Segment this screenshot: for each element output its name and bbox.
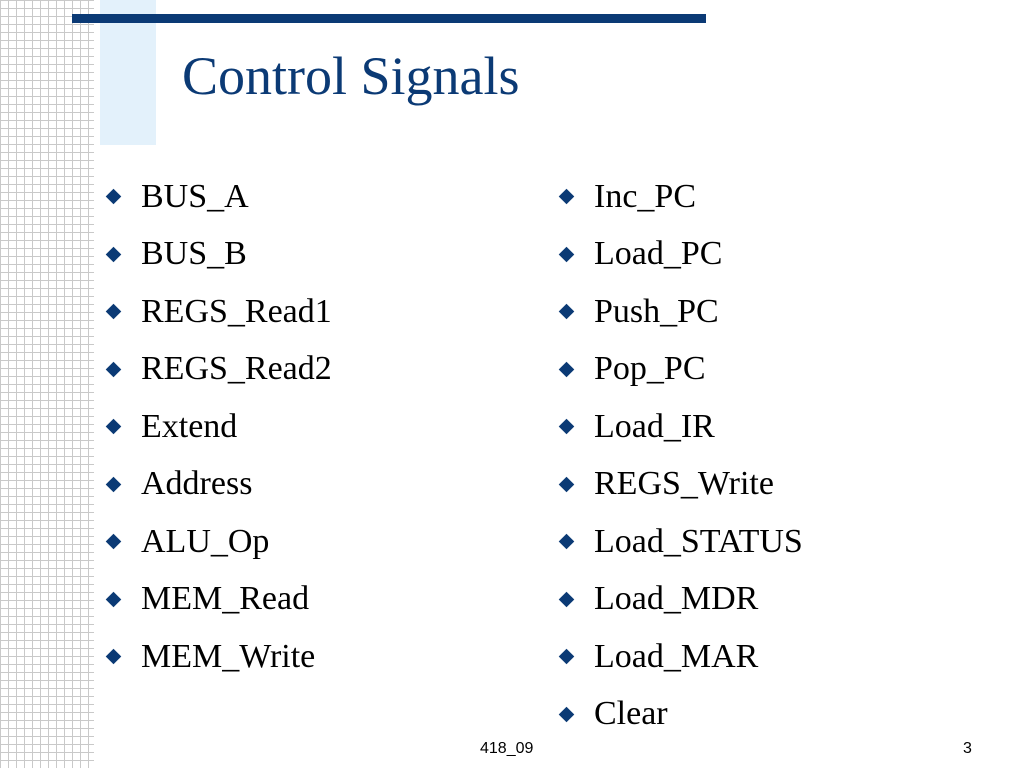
bullet-label: Pop_PC xyxy=(594,350,706,388)
diamond-bullet-icon xyxy=(105,476,122,493)
bullet-item: REGS_Read1 xyxy=(105,283,332,341)
bullet-label: REGS_Write xyxy=(594,465,774,503)
bullet-label: ALU_Op xyxy=(141,522,270,560)
bullet-item: Load_STATUS xyxy=(558,513,803,571)
bullet-label: REGS_Read1 xyxy=(141,292,332,330)
bullet-label: Inc_PC xyxy=(594,177,696,215)
bullet-label: Clear xyxy=(594,695,668,733)
bullet-label: BUS_A xyxy=(141,177,249,215)
footer-text: 418_09 xyxy=(480,740,534,757)
diamond-bullet-icon xyxy=(558,303,575,320)
diamond-bullet-icon xyxy=(105,533,122,550)
diamond-bullet-icon xyxy=(105,418,122,435)
page-number: 3 xyxy=(963,740,972,757)
diamond-bullet-icon xyxy=(558,706,575,723)
diamond-bullet-icon xyxy=(105,303,122,320)
diamond-bullet-icon xyxy=(105,246,122,263)
bullet-label: Load_STATUS xyxy=(594,522,803,560)
title-accent-block xyxy=(100,0,156,145)
bullet-item: Load_MAR xyxy=(558,628,803,686)
bullet-label: Extend xyxy=(141,407,238,445)
diamond-bullet-icon xyxy=(558,591,575,608)
grid-pattern-strip xyxy=(0,0,94,768)
left-bullet-list: BUS_A BUS_B REGS_Read1 REGS_Read2 Extend… xyxy=(105,168,332,686)
diamond-bullet-icon xyxy=(105,648,122,665)
bullet-item: REGS_Read2 xyxy=(105,341,332,399)
diamond-bullet-icon xyxy=(558,476,575,493)
diamond-bullet-icon xyxy=(558,533,575,550)
bullet-label: Load_MDR xyxy=(594,580,759,618)
bullet-item: ALU_Op xyxy=(105,513,332,571)
diamond-bullet-icon xyxy=(558,246,575,263)
bullet-label: Address xyxy=(141,465,253,503)
bullet-label: MEM_Read xyxy=(141,580,310,618)
bullet-item: MEM_Read xyxy=(105,571,332,629)
diamond-bullet-icon xyxy=(558,361,575,378)
bullet-label: BUS_B xyxy=(141,235,247,273)
bullet-item: MEM_Write xyxy=(105,628,332,686)
diamond-bullet-icon xyxy=(105,361,122,378)
bullet-label: REGS_Read2 xyxy=(141,350,332,388)
diamond-bullet-icon xyxy=(105,591,122,608)
bullet-item: Push_PC xyxy=(558,283,803,341)
title-accent-bar xyxy=(72,14,706,23)
bullet-item: BUS_B xyxy=(105,226,332,284)
bullet-item: BUS_A xyxy=(105,168,332,226)
bullet-item: Address xyxy=(105,456,332,514)
bullet-item: REGS_Write xyxy=(558,456,803,514)
bullet-label: Push_PC xyxy=(594,292,719,330)
bullet-item: Load_MDR xyxy=(558,571,803,629)
bullet-item: Load_PC xyxy=(558,226,803,284)
bullet-label: Load_MAR xyxy=(594,637,759,675)
right-bullet-list: Inc_PC Load_PC Push_PC Pop_PC Load_IR RE… xyxy=(558,168,803,743)
bullet-label: Load_PC xyxy=(594,235,723,273)
diamond-bullet-icon xyxy=(558,188,575,205)
diamond-bullet-icon xyxy=(558,648,575,665)
bullet-item: Inc_PC xyxy=(558,168,803,226)
bullet-label: MEM_Write xyxy=(141,637,316,675)
bullet-item: Pop_PC xyxy=(558,341,803,399)
slide-title: Control Signals xyxy=(182,46,520,106)
diamond-bullet-icon xyxy=(558,418,575,435)
bullet-label: Load_IR xyxy=(594,407,715,445)
bullet-item: Extend xyxy=(105,398,332,456)
diamond-bullet-icon xyxy=(105,188,122,205)
bullet-item: Load_IR xyxy=(558,398,803,456)
bullet-item: Clear xyxy=(558,686,803,744)
